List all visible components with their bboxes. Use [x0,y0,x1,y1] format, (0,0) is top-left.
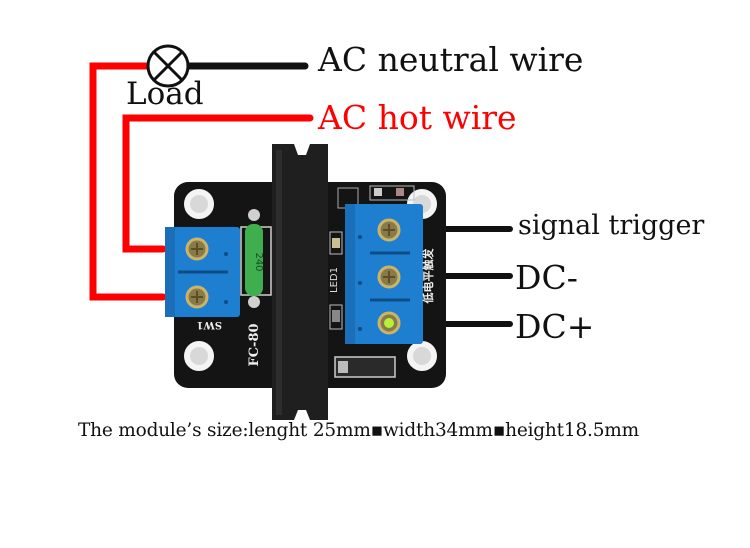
lamp-icon [146,44,190,88]
led-silkscreen: LED1 [329,267,340,293]
dc-plus-label: DC+ [515,307,595,346]
signal-trigger-label: signal trigger [518,210,705,241]
ac-neutral-label: AC neutral wire [318,40,584,79]
module-size-caption: The module’s size:lenght 25mm▪width34mm▪… [78,420,639,441]
dc-terminal-block [345,204,423,344]
hot-wire-outer [89,62,167,301]
dc-minus-label: DC- [515,258,578,297]
hot-wire-inner [122,114,314,253]
load-label: Load [126,76,204,112]
mounting-hole [407,341,437,371]
mounting-hole [184,341,214,371]
ac-terminal-block [165,227,240,317]
sw1-silkscreen: SW1 [197,319,222,330]
mounting-hole [184,189,214,219]
relay-module: 240 FC-80 SW1 [165,144,446,420]
fuse-component: 240 [240,209,272,308]
resistor-code: 240 [253,252,264,271]
ssr-body [272,144,328,420]
status-led [384,318,394,328]
ac-hot-label: AC hot wire [318,98,517,137]
fuse-silkscreen: FC-80 [247,323,262,366]
trigger-silkscreen: 低电平触发 [421,248,435,305]
